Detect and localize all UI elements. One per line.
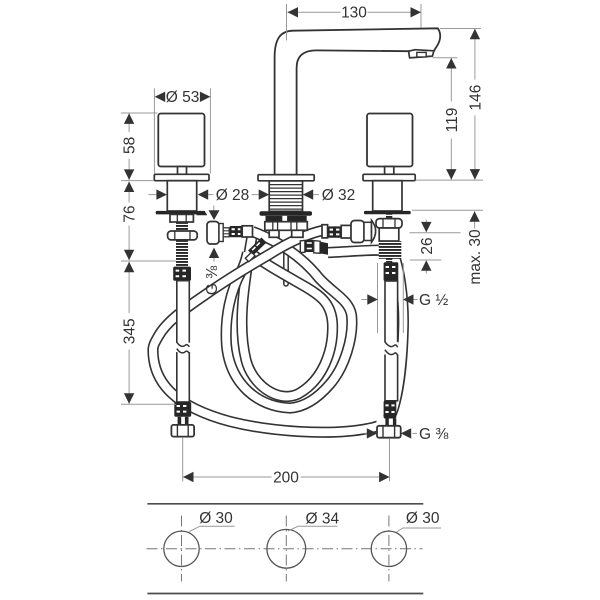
svg-text:G ½: G ½ <box>419 292 448 309</box>
svg-text:200: 200 <box>273 470 299 487</box>
svg-text:345: 345 <box>122 318 139 344</box>
svg-text:G ⅜: G ⅜ <box>419 426 448 443</box>
svg-text:Ø 53: Ø 53 <box>166 89 200 106</box>
svg-text:146: 146 <box>468 85 485 111</box>
svg-text:Ø 30: Ø 30 <box>199 510 233 527</box>
svg-text:max. 30: max. 30 <box>467 229 484 285</box>
svg-text:26: 26 <box>419 237 436 254</box>
svg-text:130: 130 <box>341 4 367 21</box>
svg-text:119: 119 <box>444 108 461 133</box>
svg-text:Ø 34: Ø 34 <box>305 510 339 527</box>
svg-text:Ø 28: Ø 28 <box>216 187 250 204</box>
svg-text:Ø 30: Ø 30 <box>406 510 440 527</box>
svg-text:58: 58 <box>122 137 139 154</box>
svg-text:G ⅜: G ⅜ <box>204 266 221 295</box>
svg-text:Ø 32: Ø 32 <box>322 187 356 204</box>
svg-text:76: 76 <box>122 205 139 222</box>
